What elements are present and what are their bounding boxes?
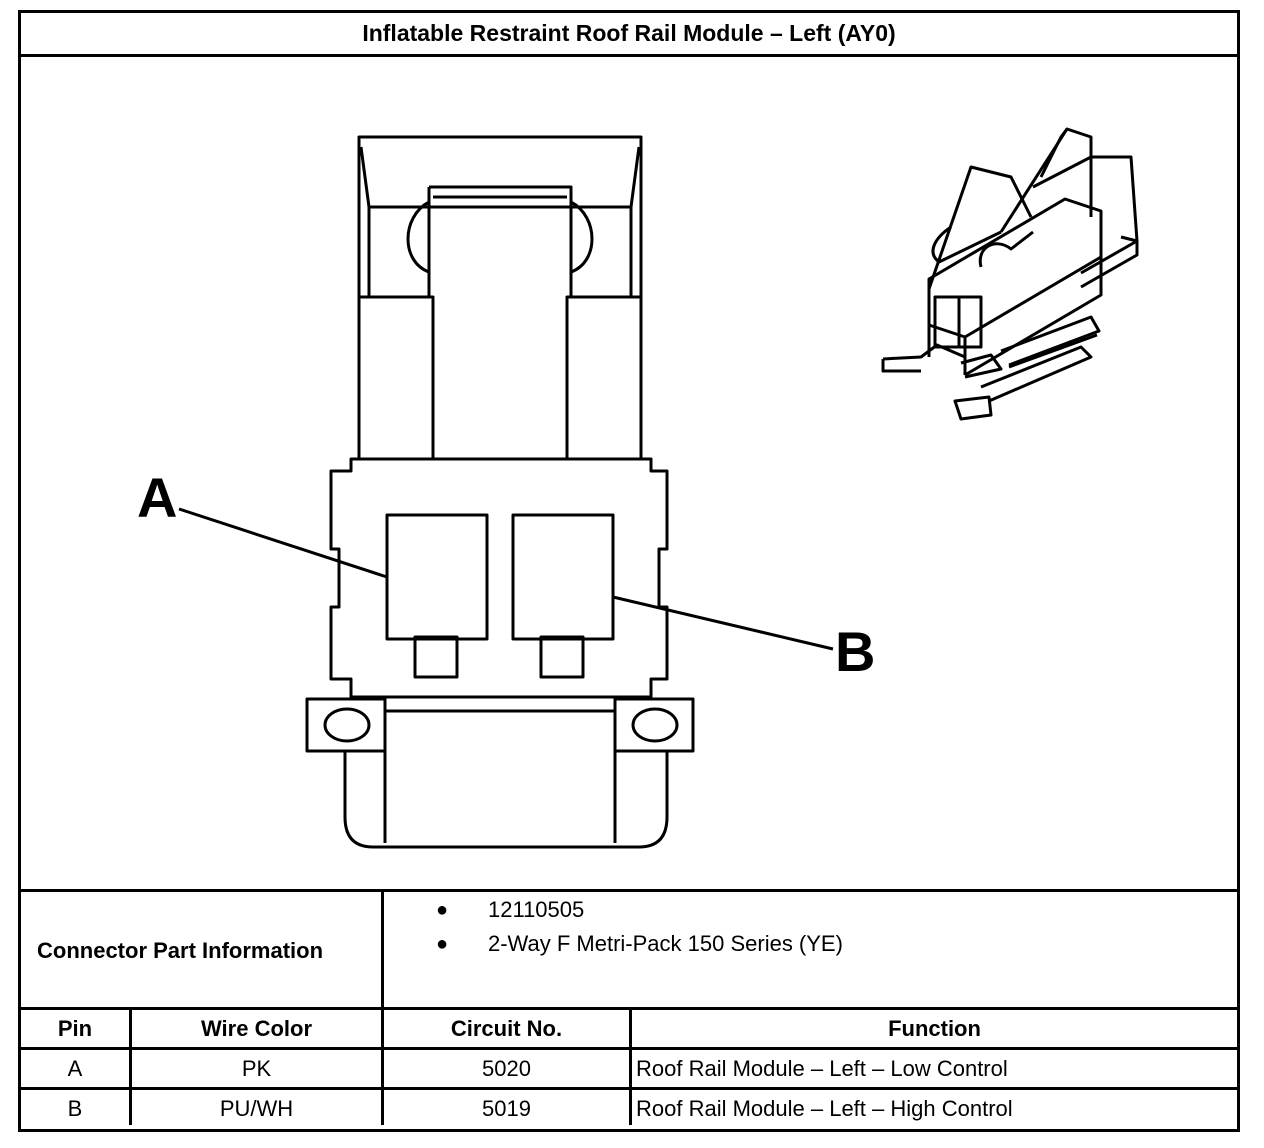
list-item: ● 12110505 <box>384 893 843 927</box>
circuit-cell: 5019 <box>482 1095 531 1121</box>
pin-b-label: B <box>835 620 875 683</box>
part-number: 12110505 <box>488 897 585 922</box>
connector-sheet: Inflatable Restraint Roof Rail Module – … <box>18 10 1240 1132</box>
cavity-a <box>385 513 489 679</box>
connector-info-label: Connector Part Information <box>37 938 324 963</box>
bullet-icon: ● <box>436 932 449 955</box>
function-cell: Roof Rail Module – Left – Low Control <box>636 1055 1008 1081</box>
list-item: ● 2-Way F Metri-Pack 150 Series (YE) <box>384 927 843 961</box>
bullet-icon: ● <box>436 898 449 921</box>
header-circuit-no: Circuit No. <box>450 1015 563 1041</box>
latch-housing <box>357 135 643 459</box>
pin-a-leader <box>178 507 388 579</box>
divider <box>629 1007 632 1125</box>
pin-cell: B <box>67 1095 83 1121</box>
wire-color-cell: PK <box>241 1055 272 1081</box>
page-title: Inflatable Restraint Roof Rail Module – … <box>21 13 1237 57</box>
header-wire-color: Wire Color <box>200 1015 313 1041</box>
connector-body <box>329 457 669 699</box>
divider <box>129 1007 132 1125</box>
pin-b-leader <box>612 595 834 651</box>
connector-isometric-view <box>881 127 1139 421</box>
wire-color-cell: PU/WH <box>219 1095 294 1121</box>
connector-info-list: ● 12110505 ● 2-Way F Metri-Pack 150 Seri… <box>384 893 843 961</box>
circuit-cell: 5020 <box>482 1055 531 1081</box>
pin-cell: A <box>67 1055 83 1081</box>
connector-face-view: A B <box>137 127 1139 849</box>
header-function: Function <box>888 1015 981 1041</box>
header-pin: Pin <box>57 1015 93 1041</box>
pin-a-label: A <box>137 466 177 529</box>
cavity-b <box>511 513 615 679</box>
divider <box>21 889 1237 892</box>
function-cell: Roof Rail Module – Left – High Control <box>636 1095 1013 1121</box>
lock-section <box>305 697 695 849</box>
connector-drawing: A B <box>21 57 1237 889</box>
connector-series: 2-Way F Metri-Pack 150 Series (YE) <box>488 931 843 956</box>
